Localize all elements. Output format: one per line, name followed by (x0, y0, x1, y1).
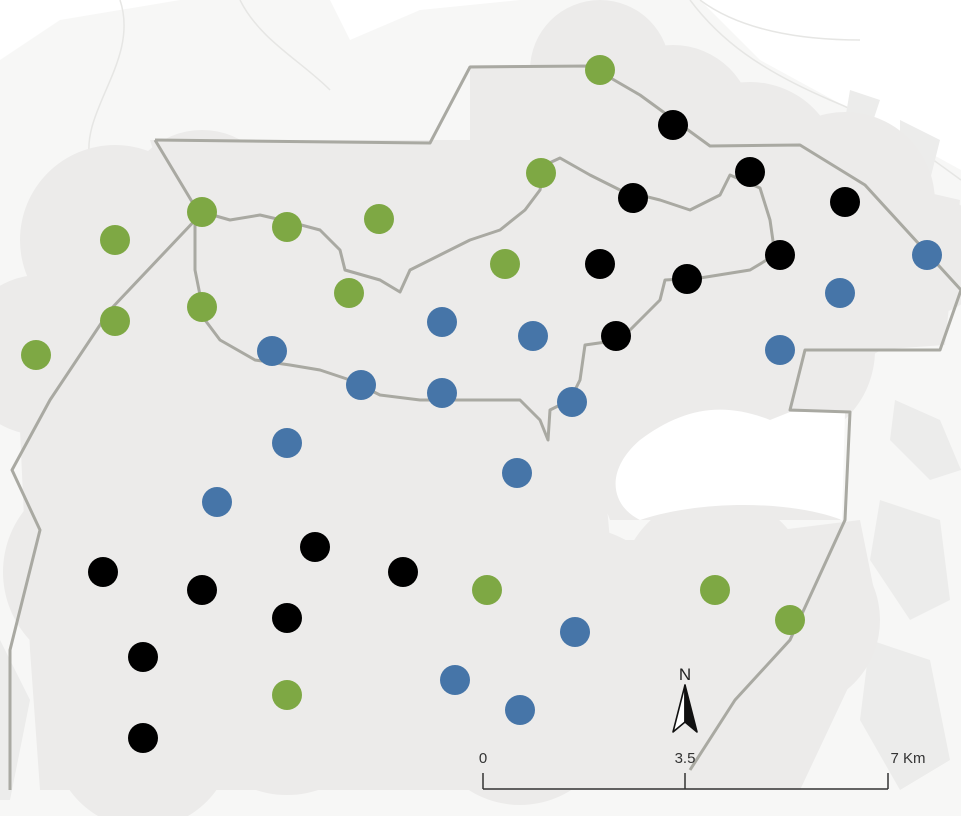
black-point[interactable] (388, 557, 418, 587)
green-point[interactable] (490, 249, 520, 279)
black-point[interactable] (765, 240, 795, 270)
north-arrow-icon (672, 684, 698, 733)
green-point[interactable] (272, 680, 302, 710)
scale-bar: 0 3.5 7 Km (479, 750, 926, 790)
blue-point[interactable] (557, 387, 587, 417)
blue-point[interactable] (427, 307, 457, 337)
black-point[interactable] (128, 642, 158, 672)
blue-point[interactable] (427, 378, 457, 408)
black-point[interactable] (187, 575, 217, 605)
green-point[interactable] (700, 575, 730, 605)
green-point[interactable] (100, 225, 130, 255)
north-label: N (679, 665, 691, 684)
green-point[interactable] (364, 204, 394, 234)
black-point[interactable] (585, 249, 615, 279)
blue-point[interactable] (440, 665, 470, 695)
black-point[interactable] (830, 187, 860, 217)
black-point[interactable] (672, 264, 702, 294)
blue-point[interactable] (518, 321, 548, 351)
blue-point[interactable] (825, 278, 855, 308)
green-point[interactable] (272, 212, 302, 242)
blue-point[interactable] (505, 695, 535, 725)
black-point[interactable] (618, 183, 648, 213)
black-point[interactable] (735, 157, 765, 187)
blue-point[interactable] (202, 487, 232, 517)
points-layer (21, 55, 942, 753)
blue-point[interactable] (502, 458, 532, 488)
green-point[interactable] (187, 197, 217, 227)
study-area-boundary (8, 64, 961, 790)
black-point[interactable] (88, 557, 118, 587)
green-point[interactable] (526, 158, 556, 188)
blue-point[interactable] (272, 428, 302, 458)
black-point[interactable] (601, 321, 631, 351)
uncovered-area (615, 409, 845, 520)
green-point[interactable] (21, 340, 51, 370)
scale-label-2: 7 Km (890, 750, 925, 767)
black-point[interactable] (272, 603, 302, 633)
green-point[interactable] (472, 575, 502, 605)
scale-label-1: 3.5 (675, 750, 696, 767)
scale-label-0: 0 (479, 750, 487, 767)
blue-point[interactable] (912, 240, 942, 270)
north-arrow: N (672, 665, 698, 733)
blue-point[interactable] (346, 370, 376, 400)
blue-point[interactable] (765, 335, 795, 365)
green-point[interactable] (775, 605, 805, 635)
black-point[interactable] (658, 110, 688, 140)
green-point[interactable] (334, 278, 364, 308)
blue-point[interactable] (560, 617, 590, 647)
black-point[interactable] (128, 723, 158, 753)
green-point[interactable] (585, 55, 615, 85)
black-point[interactable] (300, 532, 330, 562)
green-point[interactable] (187, 292, 217, 322)
green-point[interactable] (100, 306, 130, 336)
blue-point[interactable] (257, 336, 287, 366)
